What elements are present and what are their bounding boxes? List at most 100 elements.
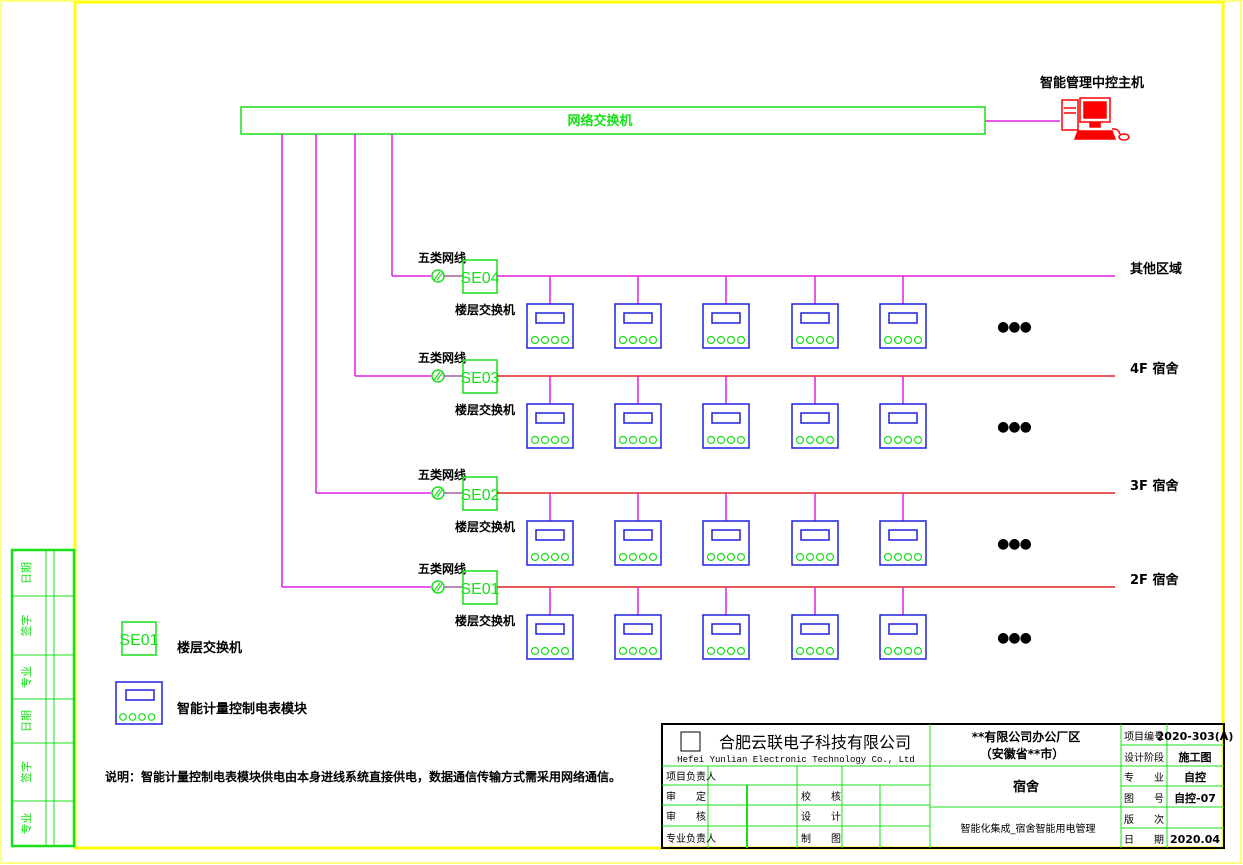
meter-display [888,412,918,424]
meter-button-icon [815,335,825,345]
meter-box [526,520,574,566]
meter-button-icon [706,335,716,345]
meter-button-icon [530,435,540,445]
meter-display [800,312,830,324]
meter-display [535,529,565,541]
field-label: 项目编号 [1124,730,1164,743]
meter-button-icon [638,335,648,345]
meter-box [526,403,574,449]
area-label: 3F 宿舍 [1130,478,1179,494]
meter-button-icon [706,646,716,656]
field-value: 2020-303(A) [1157,730,1234,743]
company-logo [680,731,701,752]
role-label: 审 定 [666,790,706,803]
meter-module [702,587,750,660]
field-value: 施工图 [1179,750,1212,764]
meter-button-icon [648,335,658,345]
meter-module [702,276,750,349]
meter-button-icon [638,646,648,656]
meter-button-icon [726,435,736,445]
field-label: 图 号 [1124,793,1164,805]
meter-button-icon [550,552,560,562]
meter-module [702,493,750,566]
cable-symbol-icon [431,269,445,283]
meter-display [623,412,653,424]
role-label: 制 图 [801,832,841,845]
meter-button-icon [628,552,638,562]
meter-box [526,614,574,660]
meter-button-icon [638,435,648,445]
meter-box [614,403,662,449]
meter-button-icon [913,646,923,656]
meter-button-icon [530,335,540,345]
meter-button-icon [893,335,903,345]
meter-module [614,376,662,449]
meter-display [888,529,918,541]
meter-button-icon [540,552,550,562]
field-label: 日 期 [1124,834,1164,846]
cable-symbol-stroke [436,582,444,592]
meter-button-icon [628,335,638,345]
meter-button-icon [628,435,638,445]
meter-box [879,614,927,660]
meter-button-icon [815,646,825,656]
meter-module [879,276,927,349]
cable-symbol-stroke [436,271,444,281]
meter-button-icon [530,646,540,656]
meter-box [702,614,750,660]
meter-button-icon [795,646,805,656]
meter-button-icon [805,646,815,656]
drawing-name: 宿舍 [1013,779,1040,795]
cable-symbol-stroke [436,488,444,498]
meter-module [791,493,839,566]
meter-display [888,312,918,324]
meter-button-icon [795,335,805,345]
meter-box [791,303,839,349]
meter-button-icon [893,435,903,445]
cable-symbol-stroke [433,371,441,381]
meter-button-icon [883,552,893,562]
meter-box [702,303,750,349]
meter-button-icon [883,335,893,345]
meter-module [614,493,662,566]
meter-button-icon [815,552,825,562]
legend-meter-symbol [115,681,163,725]
meter-button-icon [716,335,726,345]
meter-module [526,587,574,660]
field-value: 2020.04 [1170,833,1220,846]
meter-display [535,412,565,424]
field-label: 设计阶段 [1124,751,1164,764]
meter-box [614,303,662,349]
meter-display [800,529,830,541]
meter-box [879,520,927,566]
meter-button-icon [825,335,835,345]
meter-button-icon [618,335,628,345]
meter-button-icon [913,552,923,562]
meter-button-icon [805,435,815,445]
drawing-desc: 智能化集成_宿舍智能用电管理 [961,822,1096,835]
cable-symbol-stroke [433,271,441,281]
meter-module [702,376,750,449]
meter-button-icon [648,552,658,562]
meter-display [800,412,830,424]
inner-frame [73,0,1225,850]
core-switch [240,106,986,135]
meter-button-icon [618,552,628,562]
strip-label: 日期 [20,562,33,584]
meter-button-icon [560,646,570,656]
cable-symbol-icon [431,486,445,500]
meter-display [800,623,830,635]
meter-button-icon [648,646,658,656]
meter-button-icon [550,646,560,656]
meter-button-icon [805,335,815,345]
cable-symbol-stroke [436,371,444,381]
meter-button-icon [893,552,903,562]
meter-module [791,276,839,349]
project-name-line2: （安徽省**市） [980,746,1065,761]
floor-switch-label: 楼层交换机 [455,402,515,417]
project-name-line1: **有限公司办公厂区 [972,729,1081,744]
meter-button-icon [795,552,805,562]
meter-button-icon [648,435,658,445]
